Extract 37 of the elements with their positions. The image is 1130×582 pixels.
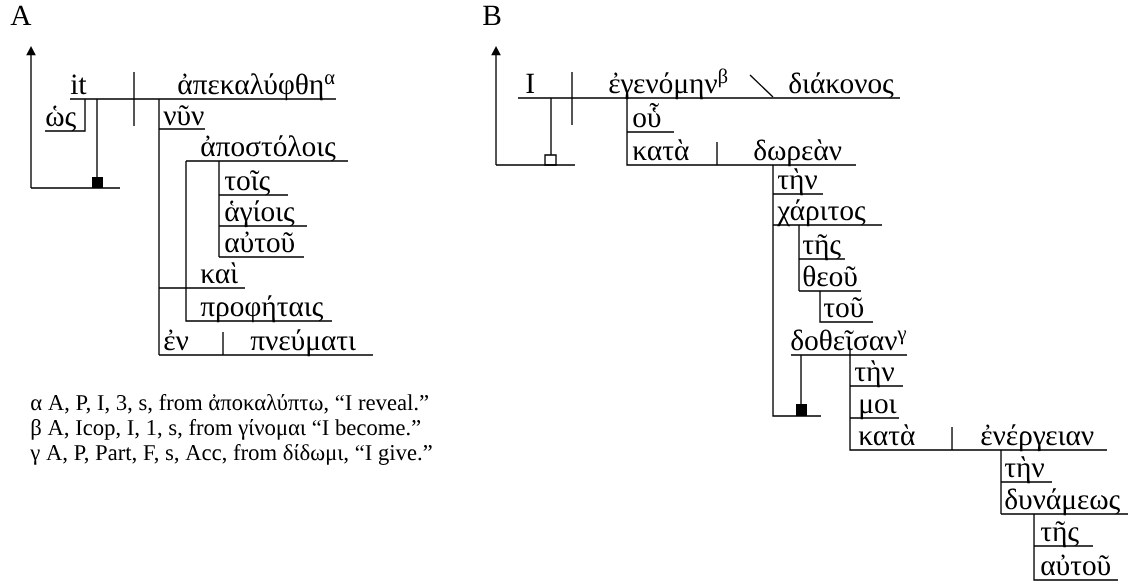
- diagram-word: ἀπεκαλύφθη$^{α}$: [178, 73, 335, 101]
- diagram-word: τῆς: [802, 234, 841, 261]
- diagram-word: κατὰ: [632, 139, 689, 161]
- footnote: γ A, P, Part, F, s, Acc, from δίδωμι, “I give.”: [30, 444, 432, 465]
- footnote: β A, Icop, I, 1, s, from γίνομαι “I become.”: [31, 419, 421, 440]
- diagram-word: προφήταις: [200, 295, 324, 323]
- diagram-word: δυνάμεως: [1005, 488, 1120, 516]
- diagram-word: χάριτος: [777, 199, 866, 227]
- diagram-word: πνεύματι: [250, 329, 356, 357]
- diagram-word: διάκονος: [789, 72, 894, 99]
- footnote: α A, P, I, 3, s, from ἀποκαλύπτω, “I reveal.”: [31, 394, 428, 414]
- diagram-word: θεοῦ: [803, 265, 857, 287]
- diagram-word: αὐτοῦ: [1041, 554, 1110, 576]
- diagram-word: τὴν: [777, 168, 817, 196]
- diagram-word: τῆς: [1040, 521, 1079, 548]
- diagram-word: μοι: [860, 399, 897, 420]
- diagram-word: κατὰ: [858, 424, 915, 446]
- diagram-word: αὐτοῦ: [225, 231, 294, 253]
- diagram-word: ὡς: [46, 105, 76, 132]
- diagram-word: τὴν: [1004, 456, 1044, 484]
- diagram-word: I: [526, 73, 534, 93]
- diagram-word: ἐγενόμην$^{β}$: [609, 68, 728, 100]
- diagram-word: ἁγίοις: [225, 200, 295, 228]
- diagram-word: νῦν: [163, 105, 204, 126]
- panel-letter: B: [483, 5, 501, 26]
- diagram-word: δωρεὰν: [754, 139, 842, 167]
- diagram-word: ἐνέργειαν: [981, 424, 1094, 452]
- panel-letter: A: [10, 5, 32, 25]
- diagram-word: τὴν: [854, 360, 894, 388]
- diagram-word: καὶ: [200, 262, 238, 284]
- diagram-word: τοῖς: [224, 170, 270, 196]
- diagram-word: ἐν: [164, 329, 189, 351]
- diagram-word: ἀποστόλοις: [201, 135, 336, 162]
- diagram-word: δοθεῖσαν$^{γ}$: [791, 329, 907, 351]
- diagram-word: οὗ: [633, 103, 661, 128]
- diagram-word: τοῦ: [823, 297, 864, 318]
- diagram-word: it: [70, 74, 87, 95]
